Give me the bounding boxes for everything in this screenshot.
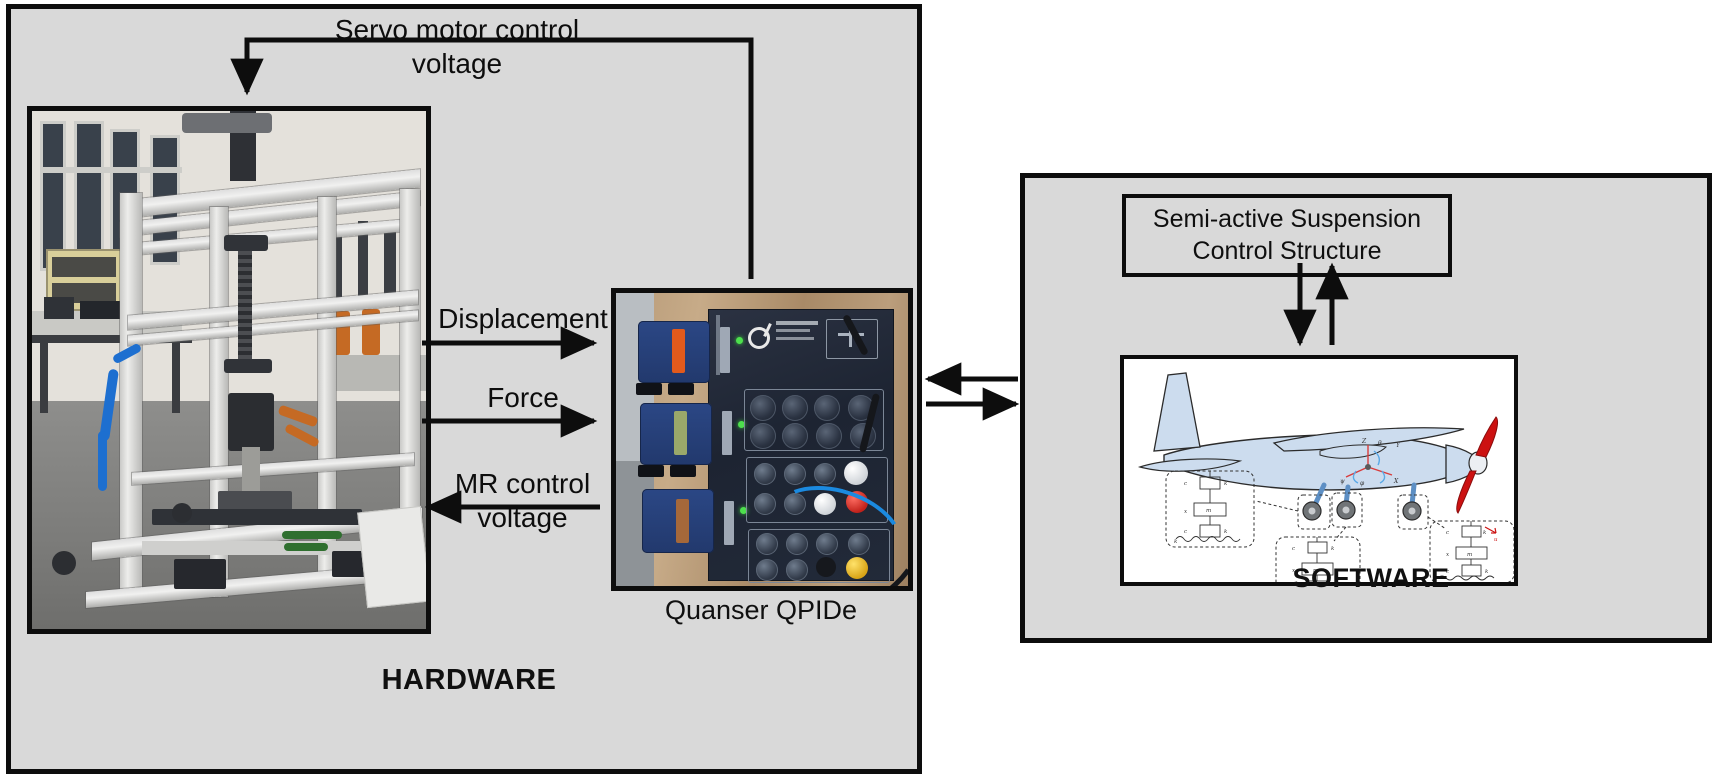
servo-motor-control-voltage-label: Servo motor control voltage [334, 14, 580, 80]
software-group-label: SOFTWARE [1292, 563, 1450, 593]
svg-text:Y: Y [1396, 442, 1401, 449]
svg-text:c: c [1184, 529, 1187, 535]
svg-text:x: x [1446, 552, 1450, 558]
software-group-box: Semi-active Suspension Control Structure [1020, 173, 1712, 643]
svg-text:u: u [1494, 537, 1498, 543]
svg-text:m: m [1467, 552, 1472, 558]
svg-text:X: X [1393, 478, 1399, 485]
svg-text:θ: θ [1378, 440, 1382, 447]
aluminium-profile-drop-test-rig-photo [27, 106, 431, 634]
svg-text:c: c [1446, 530, 1449, 536]
displacement-label: Displacement [438, 303, 608, 334]
svg-text:c: c [1446, 569, 1449, 575]
svg-text:m: m [1313, 568, 1318, 574]
aircraft-landing-gear-suspension-model: Z θ Y X φ ψ [1120, 355, 1518, 586]
hardware-group-label: HARDWARE [381, 664, 557, 696]
force-label: Force [487, 382, 559, 413]
svg-text:k: k [1485, 569, 1489, 575]
svg-text:φ: φ [1360, 480, 1365, 487]
quanser-qpide-daq-board-photo [611, 288, 913, 591]
svg-text:c: c [1184, 481, 1187, 487]
svg-text:x: x [1184, 509, 1188, 515]
svg-text:c: c [1292, 546, 1295, 552]
mr-control-voltage-label: MR control voltage [454, 468, 591, 534]
svg-text:k: k [1224, 529, 1228, 535]
svg-text:k: k [1174, 539, 1178, 545]
hardware-group-box: Quanser QPIDe Servo motor control voltag… [6, 4, 922, 774]
svg-text:k: k [1331, 546, 1335, 552]
aircraft-model-svg: Z θ Y X φ ψ [1137, 372, 1514, 582]
svg-text:k: k [1483, 530, 1487, 536]
svg-text:k: k [1224, 481, 1228, 487]
qpide-photo-caption: Quanser QPIDe [664, 595, 858, 625]
semi-active-suspension-control-structure-box: Semi-active Suspension Control Structure [1122, 194, 1452, 277]
svg-text:Z: Z [1361, 438, 1367, 445]
svg-text:m: m [1206, 508, 1211, 514]
svg-text:ψ: ψ [1340, 478, 1345, 485]
svg-text:x: x [1292, 568, 1296, 574]
